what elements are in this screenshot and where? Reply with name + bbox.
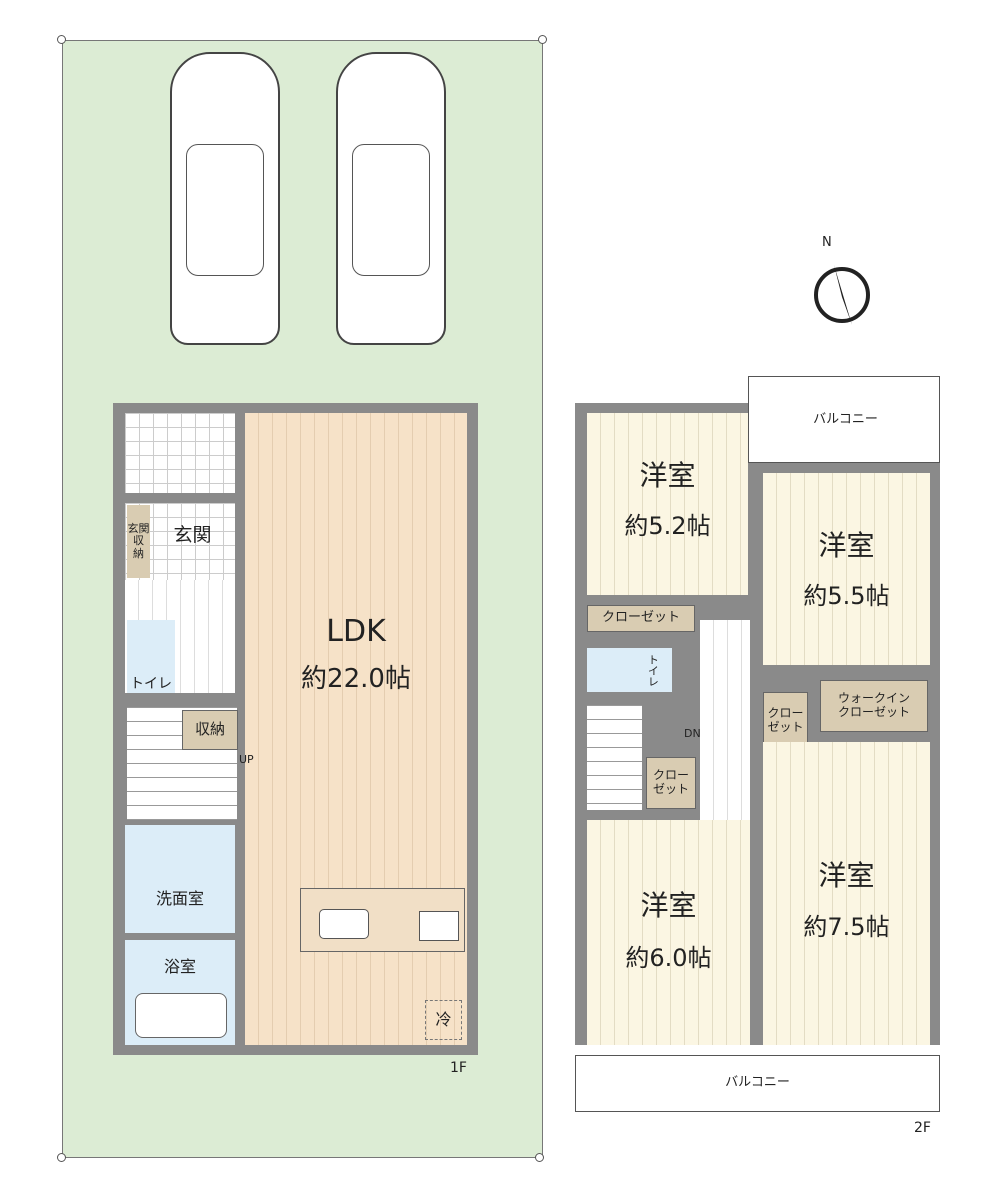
- compass-icon: N: [812, 235, 872, 330]
- genkan-label: 玄関: [173, 524, 212, 546]
- stairs-up-label: UP: [239, 753, 254, 766]
- balcony-top: [748, 376, 940, 463]
- bathtub-icon: [135, 993, 227, 1038]
- stairs: [587, 705, 642, 810]
- closet: クロー ゼット: [646, 757, 696, 809]
- hallway: [700, 620, 750, 820]
- lot-corner-marker: [57, 1153, 66, 1162]
- closet: クローゼット: [587, 605, 695, 632]
- room-western-6-0: [587, 820, 750, 1045]
- room-name: 洋室: [818, 859, 875, 892]
- kitchen-counter: [300, 888, 465, 952]
- lot-corner-marker: [57, 35, 66, 44]
- stairs-down-label: DN: [684, 727, 701, 740]
- walk-in-closet: ウォークイン クローゼット: [820, 680, 928, 732]
- balcony-bottom: バルコニー: [575, 1055, 940, 1112]
- sink-icon: [319, 909, 369, 939]
- ldk-size: 約22.0帖: [301, 664, 411, 694]
- room-western-5-2: [587, 413, 748, 595]
- fridge-space: 冷: [425, 1000, 462, 1040]
- car-icon: [170, 52, 280, 345]
- ldk-label: LDK: [326, 614, 386, 649]
- toilet-label: トイレ: [646, 653, 660, 687]
- room-toilet: [587, 648, 672, 692]
- room-size: 約5.5帖: [803, 582, 890, 610]
- stove-icon: [419, 911, 459, 941]
- room-toilet: [127, 620, 175, 693]
- lot-corner-marker: [538, 35, 547, 44]
- storage: 収納: [182, 710, 238, 750]
- room-size: 約7.5帖: [803, 913, 890, 941]
- closet: クロー ゼット: [763, 692, 808, 749]
- balcony-top-label: バルコニー: [813, 412, 878, 427]
- room-western-5-5: [763, 473, 930, 665]
- room-western-7-5: [763, 742, 930, 1045]
- floor1-label: 1F: [450, 1060, 467, 1076]
- room-size: 約6.0帖: [625, 944, 712, 972]
- room-size: 約5.2帖: [624, 512, 711, 540]
- genkan-storage: 玄関 収 納: [127, 505, 150, 578]
- lot-corner-marker: [535, 1153, 544, 1162]
- room-name: 洋室: [639, 459, 696, 492]
- car-icon: [336, 52, 446, 345]
- floor2-label: 2F: [914, 1120, 931, 1136]
- entrance-porch: [125, 413, 235, 493]
- room-name: 洋室: [818, 529, 875, 562]
- room-washroom: 洗面室: [125, 825, 235, 933]
- compass-north-label: N: [822, 235, 832, 250]
- room-name: 洋室: [640, 889, 697, 922]
- toilet-label: トイレ: [130, 676, 172, 692]
